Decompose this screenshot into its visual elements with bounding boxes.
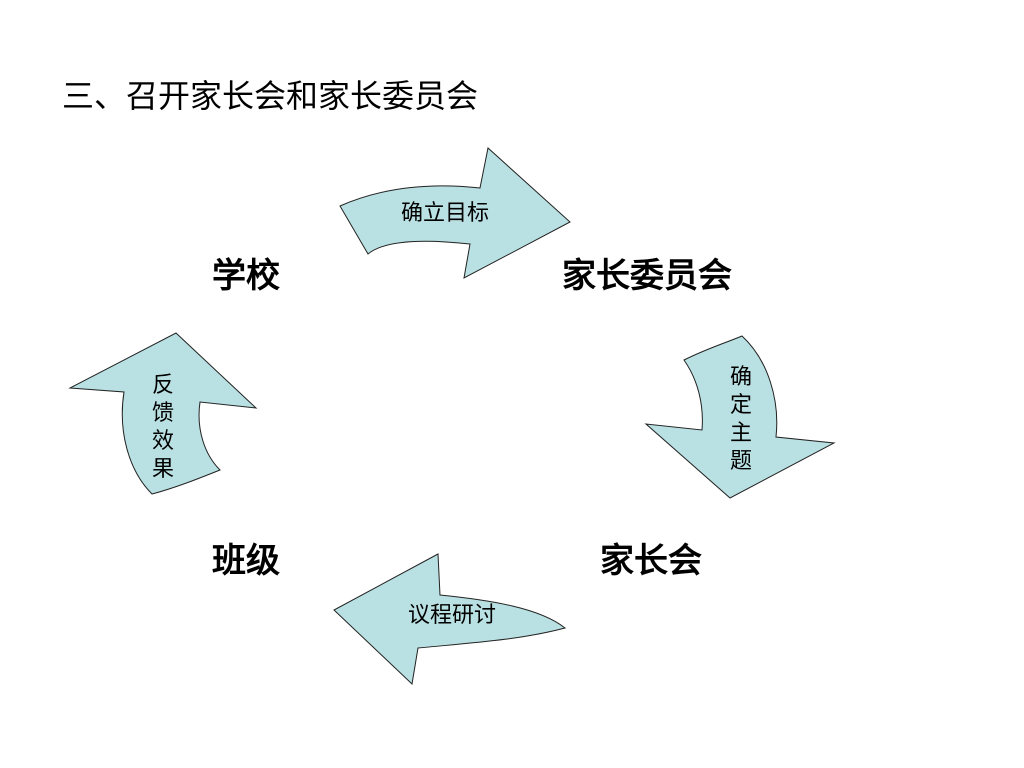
- node-parent-meeting: 家长会: [600, 541, 702, 581]
- arrow-bottom: 议程研讨: [333, 553, 567, 686]
- arrow-left: 反 馈 效 果: [68, 332, 258, 495]
- arrow-left-shape: [68, 332, 258, 495]
- arrow-top: 确立目标: [339, 147, 571, 279]
- slide-title: 三、召开家长会和家长委员会: [62, 77, 479, 115]
- arrow-left-label-char-2: 馈: [152, 401, 174, 426]
- node-school: 学校: [212, 256, 280, 296]
- node-parent-committee: 家长委员会: [562, 256, 732, 296]
- arrow-left-label: 反 馈 效 果: [152, 373, 181, 482]
- arrow-right: 确 定 主 题: [644, 335, 836, 499]
- arrow-right-label-char-4: 题: [730, 449, 752, 474]
- arrow-top-shape: [339, 147, 571, 279]
- arrow-left-label-char-3: 效: [152, 429, 174, 454]
- arrow-bottom-shape: [333, 553, 567, 686]
- arrow-right-label-char-3: 主: [730, 421, 752, 446]
- arrow-right-shape: [644, 335, 836, 499]
- arrow-top-label: 确立目标: [401, 201, 489, 226]
- arrow-left-label-char-1: 反: [152, 373, 174, 398]
- arrow-right-label-char-2: 定: [730, 393, 752, 418]
- arrow-bottom-label: 议程研讨: [408, 603, 496, 628]
- arrow-left-label-char-4: 果: [152, 457, 174, 482]
- arrow-right-label-char-1: 确: [730, 365, 752, 390]
- arrow-right-label: 确 定 主 题: [730, 365, 759, 474]
- node-class: 班级: [212, 541, 280, 581]
